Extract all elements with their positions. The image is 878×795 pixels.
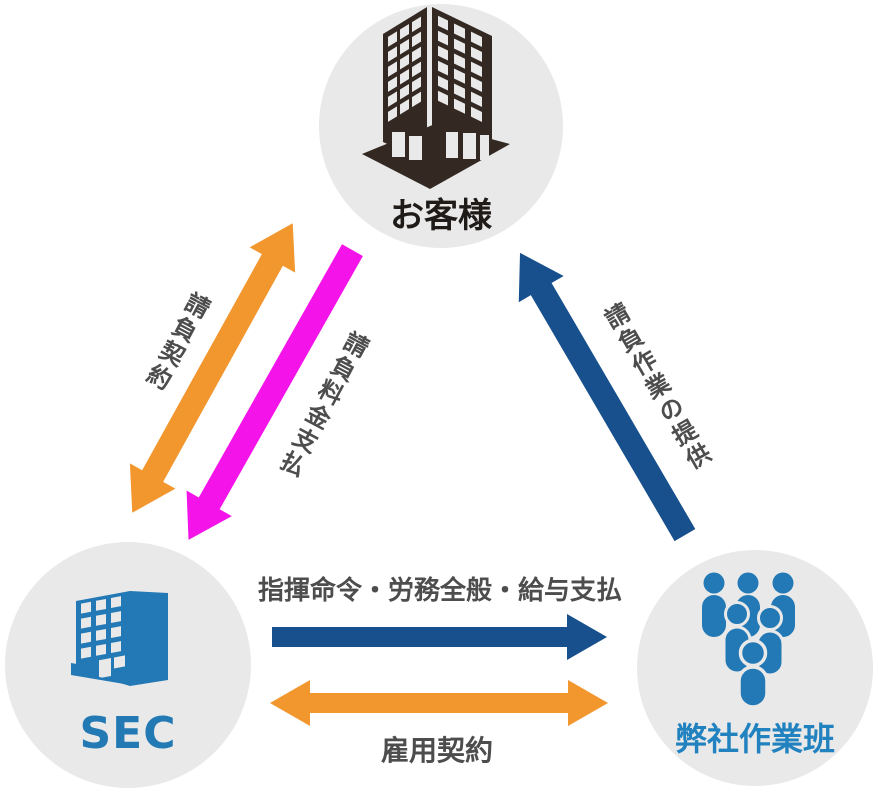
office-tower-icon <box>362 7 510 189</box>
sec-label: SEC <box>79 708 177 759</box>
employment-arrow <box>270 680 608 726</box>
employment-arrow-label: 雇用契約 <box>380 734 493 767</box>
direction-arrow-label: 指揮命令・労務全般・給与支払 <box>257 576 622 606</box>
sec-node: SEC <box>5 542 251 788</box>
direction-arrow <box>272 614 607 660</box>
team-node: 弊社作業班 <box>637 550 873 786</box>
team-label: 弊社作業班 <box>674 720 835 758</box>
contract-arrow <box>129 223 296 513</box>
payment-arrow <box>186 244 363 540</box>
people-group-icon <box>702 572 795 708</box>
customer-label: お客様 <box>390 196 492 236</box>
customer-node: お客様 <box>319 4 563 248</box>
work-provide-arrow <box>518 252 696 542</box>
company-building-icon <box>71 591 168 686</box>
